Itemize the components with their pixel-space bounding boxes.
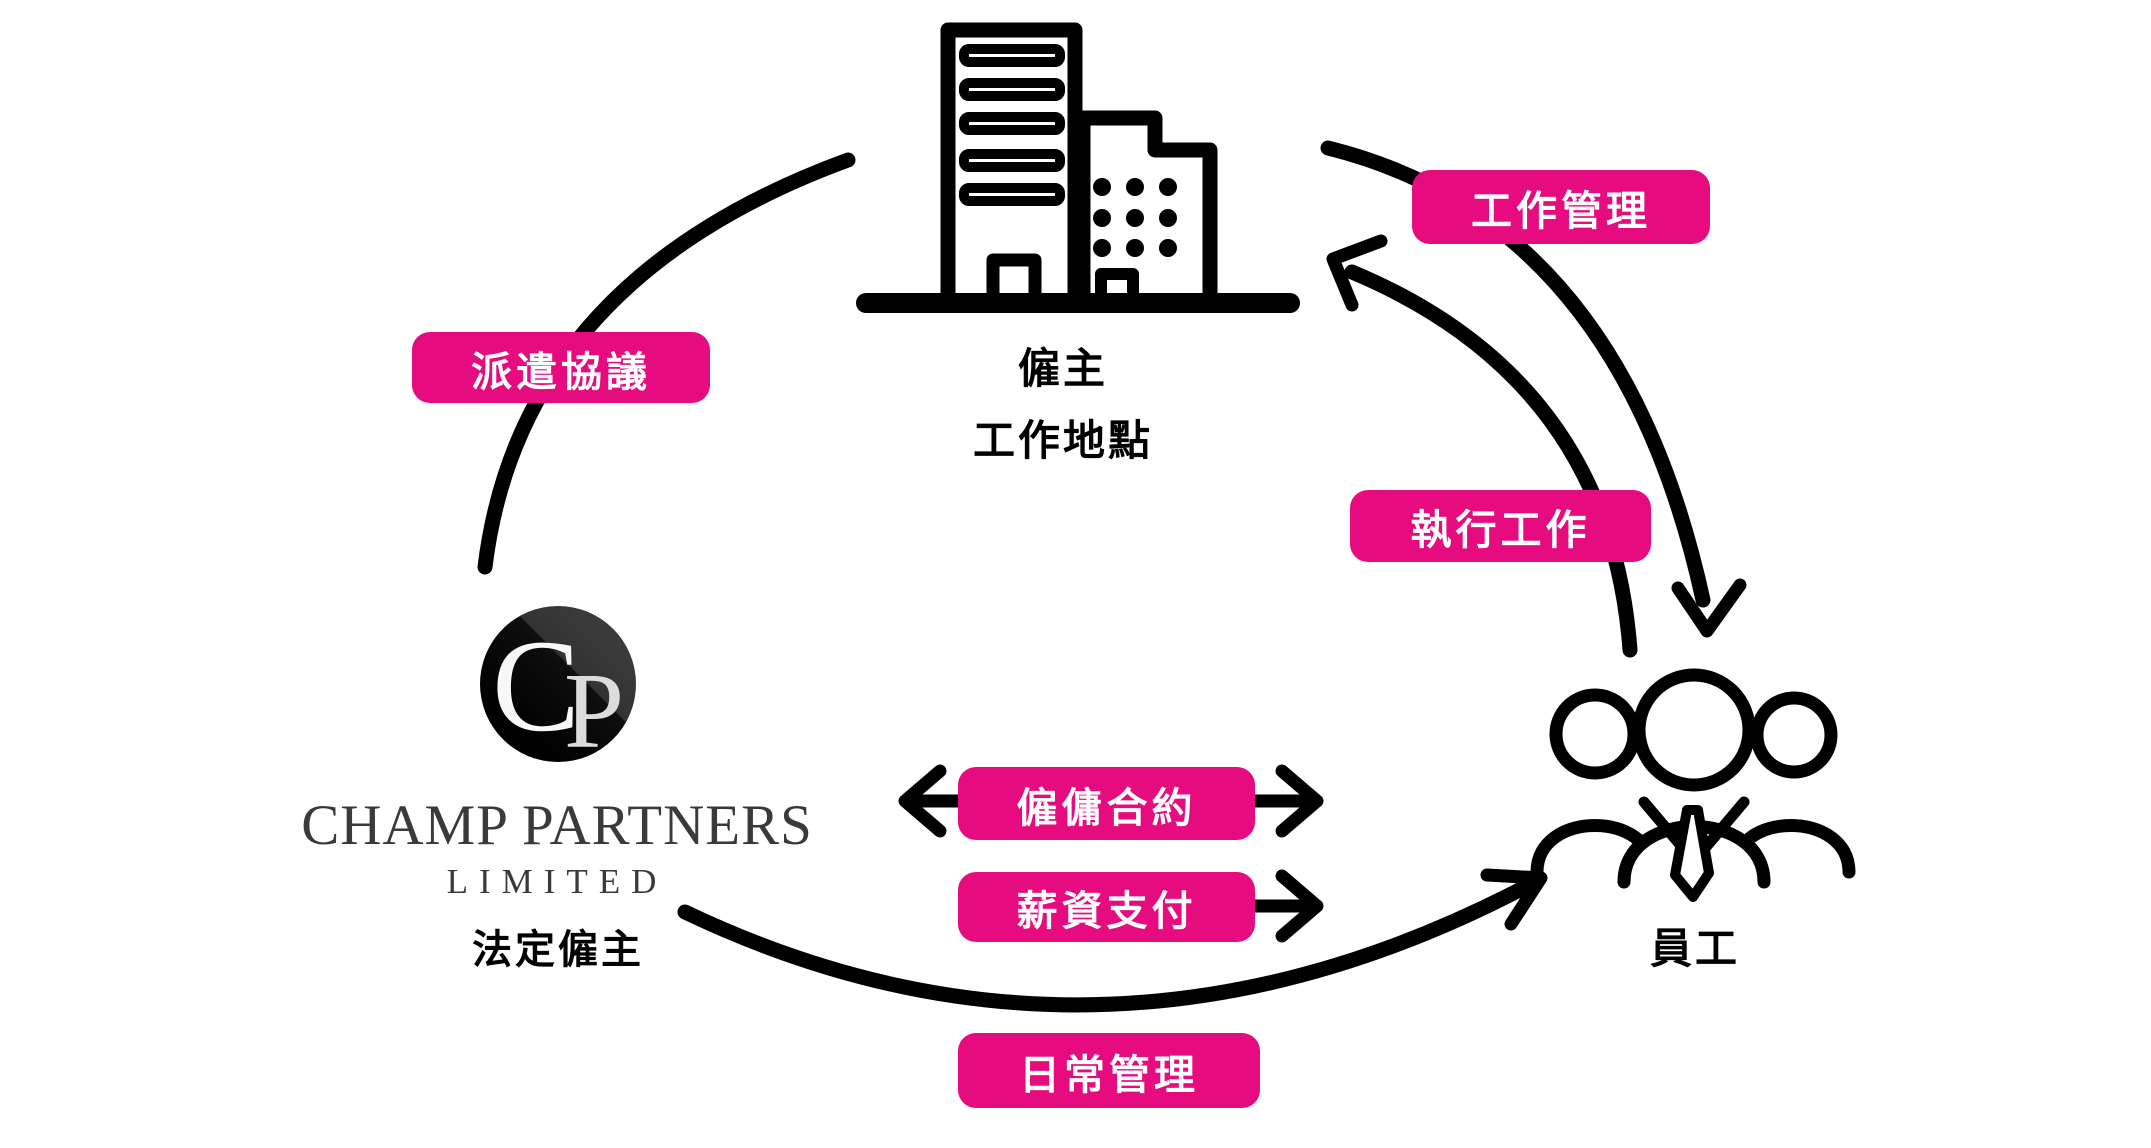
dispatch-agreement-arc bbox=[477, 152, 856, 575]
edge-label-daily-management: 日常管理 bbox=[958, 1033, 1260, 1108]
office-buildings-icon bbox=[856, 22, 1300, 313]
agency-role: 法定僱主 bbox=[472, 928, 644, 972]
daily-management-arrow bbox=[677, 868, 1548, 1013]
logo-letter-c: C bbox=[492, 612, 581, 759]
agency-suffix: LIMITED bbox=[446, 862, 668, 901]
salary-payment-arrow bbox=[1248, 869, 1324, 943]
work-management-arrow bbox=[1320, 140, 1747, 638]
employer-sublabel: 工作地點 bbox=[972, 417, 1153, 464]
employees-label: 員工 bbox=[1649, 925, 1740, 972]
edge-label-employment-contract: 僱傭合約 bbox=[958, 767, 1255, 840]
cp-monogram-logo: C P bbox=[480, 606, 636, 762]
work-execution-arrow bbox=[1326, 234, 1638, 658]
logo-letter-p: P bbox=[564, 652, 625, 763]
employment-contract-double-arrow bbox=[898, 764, 1324, 838]
edge-label-work-execution: 執行工作 bbox=[1350, 490, 1651, 562]
edge-label-dispatch-agreement: 派遣協議 bbox=[412, 332, 710, 403]
edge-label-salary-payment: 薪資支付 bbox=[958, 872, 1255, 942]
employer-label: 僱主 bbox=[1017, 345, 1108, 392]
people-group-icon bbox=[1530, 668, 1856, 902]
agency-name: CHAMP PARTNERS bbox=[301, 794, 813, 857]
edge-label-work-management: 工作管理 bbox=[1412, 170, 1710, 244]
